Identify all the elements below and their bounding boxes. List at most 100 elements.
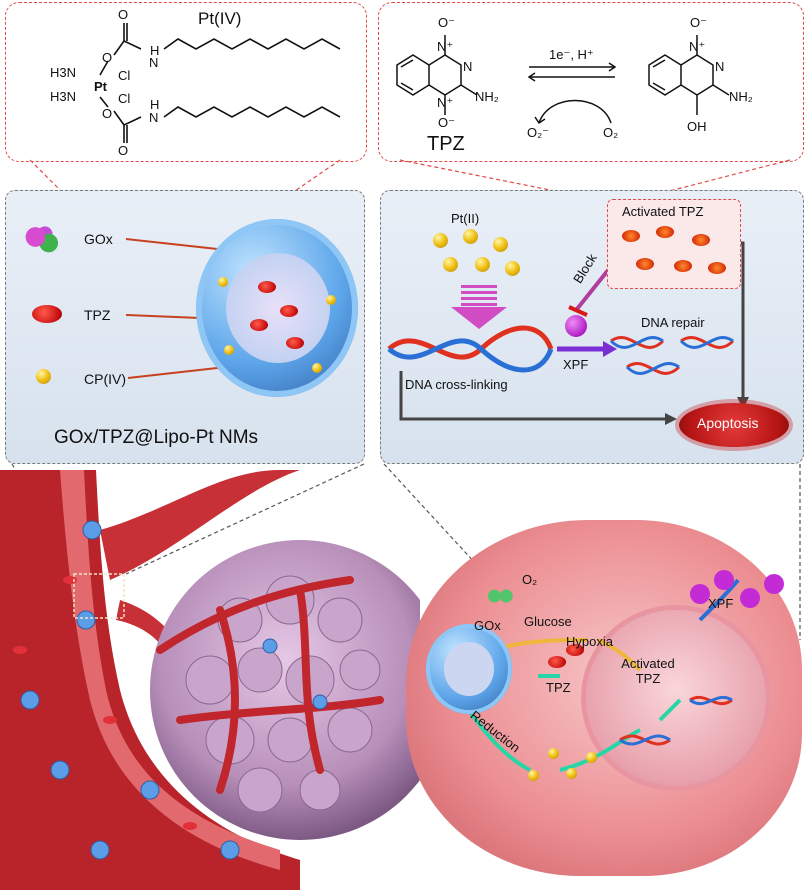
- tpz-reaction-panel: O⁻ N⁺ N NH₂ N⁺ O⁻ TPZ 1e⁻, H⁺ O₂⁻ O₂ O⁻ …: [378, 2, 804, 162]
- liposome-nanoparticle: [196, 219, 358, 397]
- activated-tpz-2: [656, 226, 674, 238]
- dna-repair-label: DNA repair: [641, 315, 705, 330]
- dna-helix-crosslinked: [387, 241, 749, 425]
- cell-glucose-label: Glucose: [524, 614, 572, 629]
- superoxide-label: O₂⁻: [527, 125, 550, 140]
- cell-pt-3: [566, 768, 577, 779]
- tpz-n-plus-bottom: N⁺: [437, 95, 454, 110]
- nucleus: [586, 610, 766, 786]
- activated-tpz-1: [622, 230, 640, 242]
- product-oh: OH: [687, 119, 707, 134]
- cell-liposome-core: [444, 642, 494, 696]
- tpz-label: TPZ: [427, 133, 465, 155]
- cell-o2-label: O₂: [522, 572, 538, 587]
- cp4-cargo-3: [224, 345, 234, 355]
- cell-gox-label: GOx: [474, 618, 501, 633]
- tpz-nh2: NH₂: [475, 89, 499, 104]
- atom-o-left-top: O: [102, 50, 113, 65]
- tpz-reaction-drawing: [396, 35, 730, 125]
- product-n-plus: N⁺: [689, 39, 706, 54]
- pt2-label: Pt(II): [451, 211, 480, 226]
- cell-tpz-label: TPZ: [546, 680, 571, 695]
- legend-tpz: TPZ: [84, 307, 111, 323]
- cell-pt-1: [528, 770, 539, 781]
- atom-cl-1: Cl: [118, 68, 131, 83]
- cp4-cargo-2: [326, 295, 336, 305]
- atom-o-top: O: [118, 7, 129, 22]
- cell-xpf-label: XPF: [708, 596, 734, 611]
- tpz-cargo-3: [250, 319, 268, 331]
- cell-tpz-2: [566, 644, 584, 656]
- xpf-label: XPF: [563, 357, 589, 372]
- nanomedicine-panel: GOx TPZ CP(IV) GOx/TPZ@Lipo-Pt NMs: [5, 190, 365, 464]
- atom-h3n-2: H3N: [50, 89, 77, 104]
- pt4-title: Pt(IV): [198, 9, 242, 28]
- cell-tpz-1: [548, 656, 566, 668]
- apoptosis-burst: Apoptosis: [679, 403, 789, 447]
- liposome-core: [226, 253, 330, 363]
- cell-activated-tpz-label: Activated TPZ: [621, 656, 675, 686]
- pt2-ball-3: [493, 237, 508, 252]
- xpf-ball-3: [740, 588, 760, 608]
- reaction-conditions: 1e⁻, H⁺: [549, 47, 594, 62]
- dna-crosslinking-label: DNA cross-linking: [405, 377, 508, 392]
- pink-down-arrow: [461, 285, 497, 307]
- cell-pt-4: [586, 752, 597, 763]
- cp4-cargo-1: [218, 277, 228, 287]
- tpz-n-plus-top: N⁺: [437, 39, 454, 54]
- xpf-cluster: [690, 570, 784, 624]
- nanomedicine-caption: GOx/TPZ@Lipo-Pt NMs: [54, 427, 259, 448]
- pt2-ball-5: [475, 257, 490, 272]
- atom-cl-2: Cl: [118, 91, 131, 106]
- tpz-icon: [32, 305, 62, 323]
- vasculature-scene: [0, 470, 420, 890]
- oxygen-label: O₂: [603, 125, 619, 140]
- activated-tpz-box: Activated TPZ: [607, 199, 741, 289]
- tpz-oxide-bottom: O⁻: [438, 115, 455, 130]
- tpz-cargo-1: [258, 281, 276, 293]
- cell-liposome: [426, 624, 512, 714]
- atom-h-top: H: [150, 43, 160, 58]
- cp4-cargo-4: [312, 363, 322, 373]
- cell-pt-2: [548, 748, 559, 759]
- atom-h3n-1: H3N: [50, 65, 77, 80]
- atom-o-bottom: O: [118, 143, 129, 158]
- xpf-ball-1: [690, 584, 710, 604]
- cp4-icon: [36, 369, 51, 384]
- tpz-cargo-4: [286, 337, 304, 349]
- atom-o-left-bottom: O: [102, 106, 113, 121]
- pt2-ball-1: [433, 233, 448, 248]
- xpf-protein-icon: [565, 315, 587, 337]
- legend-gox: GOx: [84, 231, 113, 247]
- tpz-oxide-top: O⁻: [438, 15, 455, 30]
- product-oxide: O⁻: [690, 15, 707, 30]
- product-nh2: NH₂: [729, 89, 753, 104]
- pt2-ball-2: [463, 229, 478, 244]
- atom-n-top: N: [149, 55, 159, 70]
- tpz-n: N: [463, 59, 473, 74]
- activated-tpz-6: [708, 262, 726, 274]
- pt2-ball-6: [505, 261, 520, 276]
- tpz-cargo-2: [280, 305, 298, 317]
- pt2-ball-4: [443, 257, 458, 272]
- pt4-structure-bonds: [99, 23, 341, 143]
- pink-down-arrow-head: [451, 307, 507, 329]
- legend-cp4: CP(IV): [84, 371, 126, 387]
- atom-h-bottom: H: [150, 97, 160, 112]
- xpf-ball-2: [714, 570, 734, 590]
- atom-n-bottom: N: [149, 110, 159, 125]
- activated-tpz-5: [674, 260, 692, 272]
- cell-hypoxia-label: Hypoxia: [566, 634, 613, 649]
- mechanism-panel: Pt(II) DNA cross-linking Block XPF DNA r…: [380, 190, 804, 464]
- activated-tpz-label: Activated TPZ: [622, 204, 704, 219]
- gox-icon: [24, 225, 62, 255]
- o2-molecules: [486, 586, 514, 606]
- activated-tpz-3: [692, 234, 710, 246]
- product-n: N: [715, 59, 725, 74]
- xpf-ball-4: [764, 574, 784, 594]
- pt4-structure-panel: Pt(IV) O O H N H3N H3N Pt Cl Cl O O H N: [5, 2, 367, 162]
- apoptosis-label: Apoptosis: [697, 415, 759, 431]
- atom-pt: Pt: [94, 79, 107, 94]
- activated-tpz-4: [636, 258, 654, 270]
